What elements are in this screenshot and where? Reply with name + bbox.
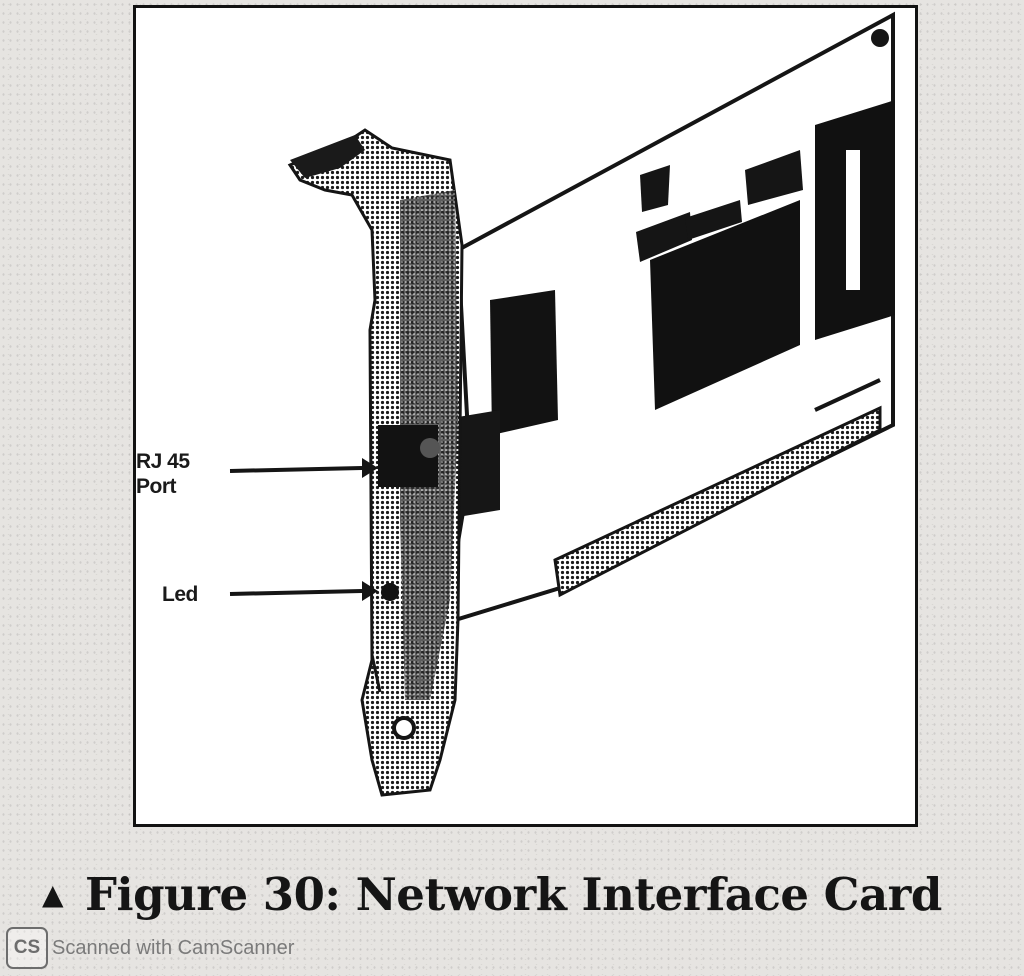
led-arrow-head	[362, 581, 378, 601]
rj45-arrow-head	[362, 458, 378, 478]
board-mount-hole	[871, 29, 889, 47]
board-trace	[814, 378, 881, 412]
component-3	[636, 212, 692, 262]
rj45-label-line2: Port	[136, 475, 177, 498]
edge-connector	[553, 405, 882, 598]
led-arrow-line	[229, 589, 363, 596]
rj45-port-detail	[420, 438, 440, 458]
caption-text: Figure 30: Network Interface Card	[85, 868, 942, 921]
figure-caption: ▲ Figure 30: Network Interface Card	[42, 868, 1012, 921]
camscanner-logo-icon: CS	[6, 927, 48, 969]
rj45-arrow-line	[229, 466, 363, 473]
component-2	[745, 150, 803, 205]
rj45-label-line1: RJ 45	[136, 450, 190, 473]
bracket-screw-hole	[392, 716, 416, 740]
bracket-tab	[290, 135, 365, 178]
caption-triangle-icon: ▲	[42, 878, 64, 911]
component-4	[685, 200, 742, 240]
component-1	[640, 165, 670, 212]
controller-chip	[650, 200, 800, 410]
led-indicator	[381, 583, 399, 601]
side-connector-slot	[846, 150, 860, 290]
camscanner-watermark: CS Scanned with CamScanner	[6, 926, 294, 970]
rj45-port-label: RJ 45 Port	[136, 451, 226, 497]
led-label: Led	[162, 583, 198, 606]
rj45-housing	[490, 290, 558, 435]
bracket-notch	[370, 654, 382, 693]
watermark-text: Scanned with CamScanner	[52, 936, 295, 959]
